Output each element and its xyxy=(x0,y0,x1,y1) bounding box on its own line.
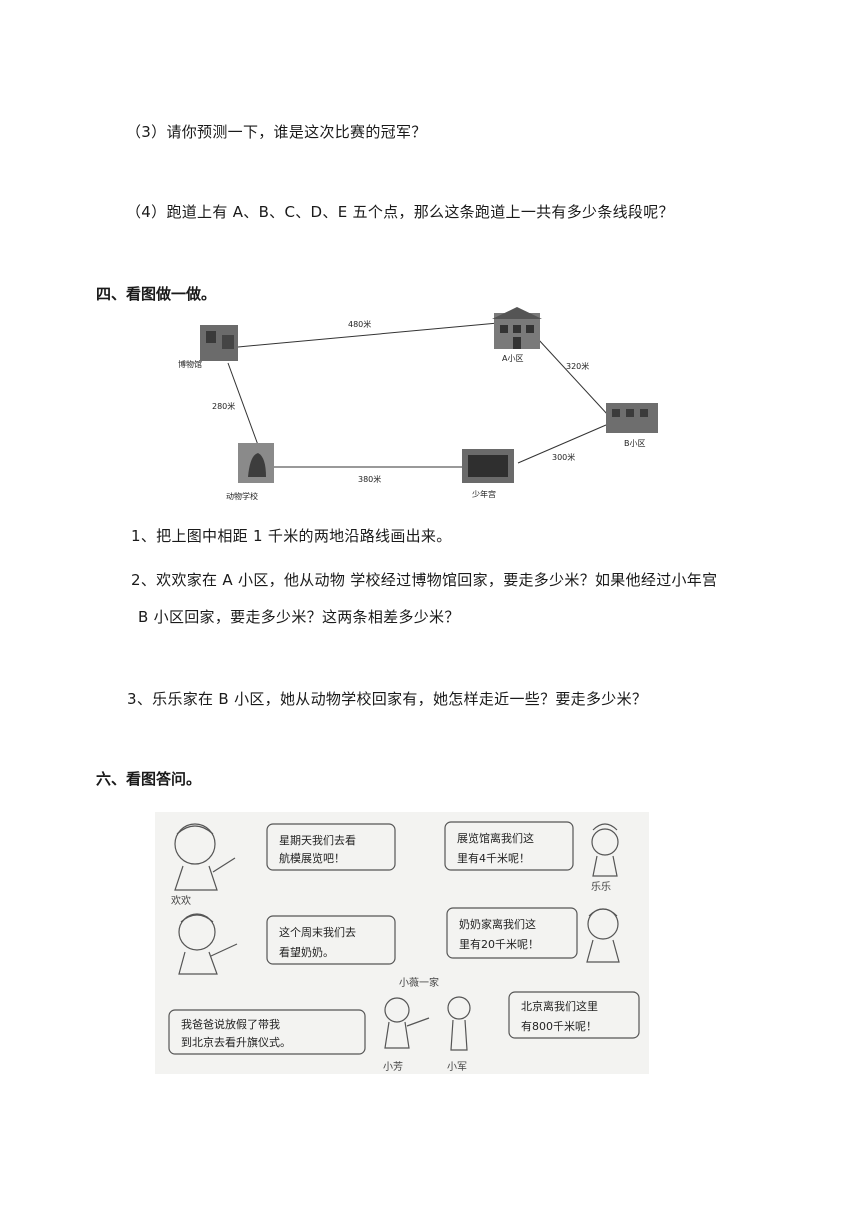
mother-figure xyxy=(178,913,238,975)
bubble-4-line-2: 里有20千米呢！ xyxy=(459,937,539,951)
youth-palace-label: 少年宫 xyxy=(472,489,496,499)
route-map: 博物馆 A小区 B小区 动物学校 少年宫 480米 320米 280米 380米… xyxy=(178,307,658,501)
route-a-b xyxy=(537,338,609,416)
name-huanhuan: 欢欢 xyxy=(171,894,191,907)
name-xiaofang: 小芳 xyxy=(383,1060,403,1073)
lele-figure xyxy=(591,823,619,877)
bubble-6-line-1: 北京离我们这里 xyxy=(521,999,598,1013)
bubble-6-line-2: 有800千米呢！ xyxy=(521,1019,597,1033)
bubble-1-line-2: 航模展览吧！ xyxy=(279,851,345,865)
bubble-4-line-1: 奶奶家离我们这 xyxy=(459,917,536,931)
b-district-label: B小区 xyxy=(624,439,646,448)
route-museum-a xyxy=(237,322,499,348)
museum-icon xyxy=(200,325,238,361)
task-2-line-1: 2、欢欢家在 A 小区，他从动物 学校经过博物馆回家，要走多少米？如果他经过小年… xyxy=(131,571,718,589)
b-district-icon xyxy=(606,403,658,433)
dialogue-cartoon: 星期天我们去看 航模展览吧！ 展览馆离我们这 里有4千米呢！ 这个周末我们去 看… xyxy=(155,812,649,1074)
task-1: 1、把上图中相距 1 千米的两地沿路线画出来。 xyxy=(131,527,452,545)
route-palace-b xyxy=(517,424,607,464)
route-museum-school xyxy=(227,362,259,446)
distance-a-b: 320米 xyxy=(566,361,589,371)
bubble-5-line-2: 到北京去看升旗仪式。 xyxy=(181,1035,291,1049)
distance-palace-b: 300米 xyxy=(552,452,575,462)
distance-museum-a: 480米 xyxy=(348,319,371,329)
a-district-label: A小区 xyxy=(502,354,523,363)
distance-museum-school: 280米 xyxy=(212,401,235,411)
huanhuan-figure xyxy=(174,823,236,891)
task-3: 3、乐乐家在 B 小区，她从动物学校回家有，她怎样走近一些？要走多少米？ xyxy=(127,690,648,708)
bubble-2-line-1: 展览馆离我们这 xyxy=(457,831,534,845)
bubble-5 xyxy=(168,1009,366,1055)
bubble-3 xyxy=(266,915,396,965)
a-district-icon xyxy=(492,307,542,349)
name-xiaojun: 小军 xyxy=(447,1061,467,1073)
name-lele: 乐乐 xyxy=(591,881,611,893)
distance-school-palace: 380米 xyxy=(358,474,381,484)
girl-figure xyxy=(586,908,620,963)
bubble-3-line-2: 看望奶奶。 xyxy=(279,945,334,959)
question-4: （4）跑道上有 A、B、C、D、E 五个点，那么这条跑道上一共有多少条线段呢？ xyxy=(126,203,674,221)
bubble-6 xyxy=(508,991,640,1039)
xiaofang-figure xyxy=(384,997,430,1049)
question-3: （3）请你预测一下，谁是这次比赛的冠军？ xyxy=(126,123,427,141)
bubble-2-line-2: 里有4千米呢！ xyxy=(457,851,530,865)
xiaojun-figure xyxy=(447,996,471,1051)
bubble-1 xyxy=(266,823,396,871)
museum-label: 博物馆 xyxy=(178,359,202,369)
bubble-1-line-1: 星期天我们去看 xyxy=(279,833,356,847)
section-4-title: 四、看图做一做。 xyxy=(96,285,217,303)
youth-palace-icon xyxy=(462,449,514,483)
bubble-3-line-1: 这个周末我们去 xyxy=(279,925,356,939)
animal-school-icon xyxy=(238,443,274,483)
animal-school-label: 动物学校 xyxy=(226,491,258,501)
task-2-line-2: B 小区回家，要走多少米？这两条相差多少米？ xyxy=(138,608,460,626)
bubble-2 xyxy=(444,821,574,871)
bubble-5-line-1: 我爸爸说放假了带我 xyxy=(181,1017,280,1031)
section-6-title: 六、看图答问。 xyxy=(96,770,202,788)
bubble-4 xyxy=(446,907,578,959)
family-caption: 小薇一家 xyxy=(399,976,439,989)
